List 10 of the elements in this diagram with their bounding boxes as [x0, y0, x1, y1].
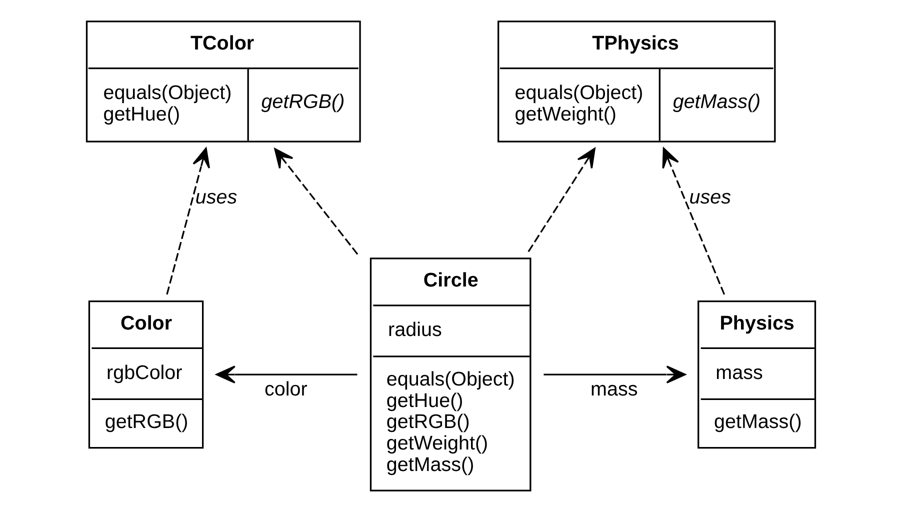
arrow [274, 148, 358, 255]
edge-label: mass [590, 378, 638, 400]
arrow [166, 148, 210, 295]
arrow [543, 366, 686, 384]
edge-label: uses [688, 186, 731, 208]
edge-label: color [264, 378, 307, 400]
arrow [527, 148, 595, 252]
edge-label: uses [194, 186, 237, 208]
arrow [662, 148, 725, 295]
arrow [215, 366, 357, 384]
